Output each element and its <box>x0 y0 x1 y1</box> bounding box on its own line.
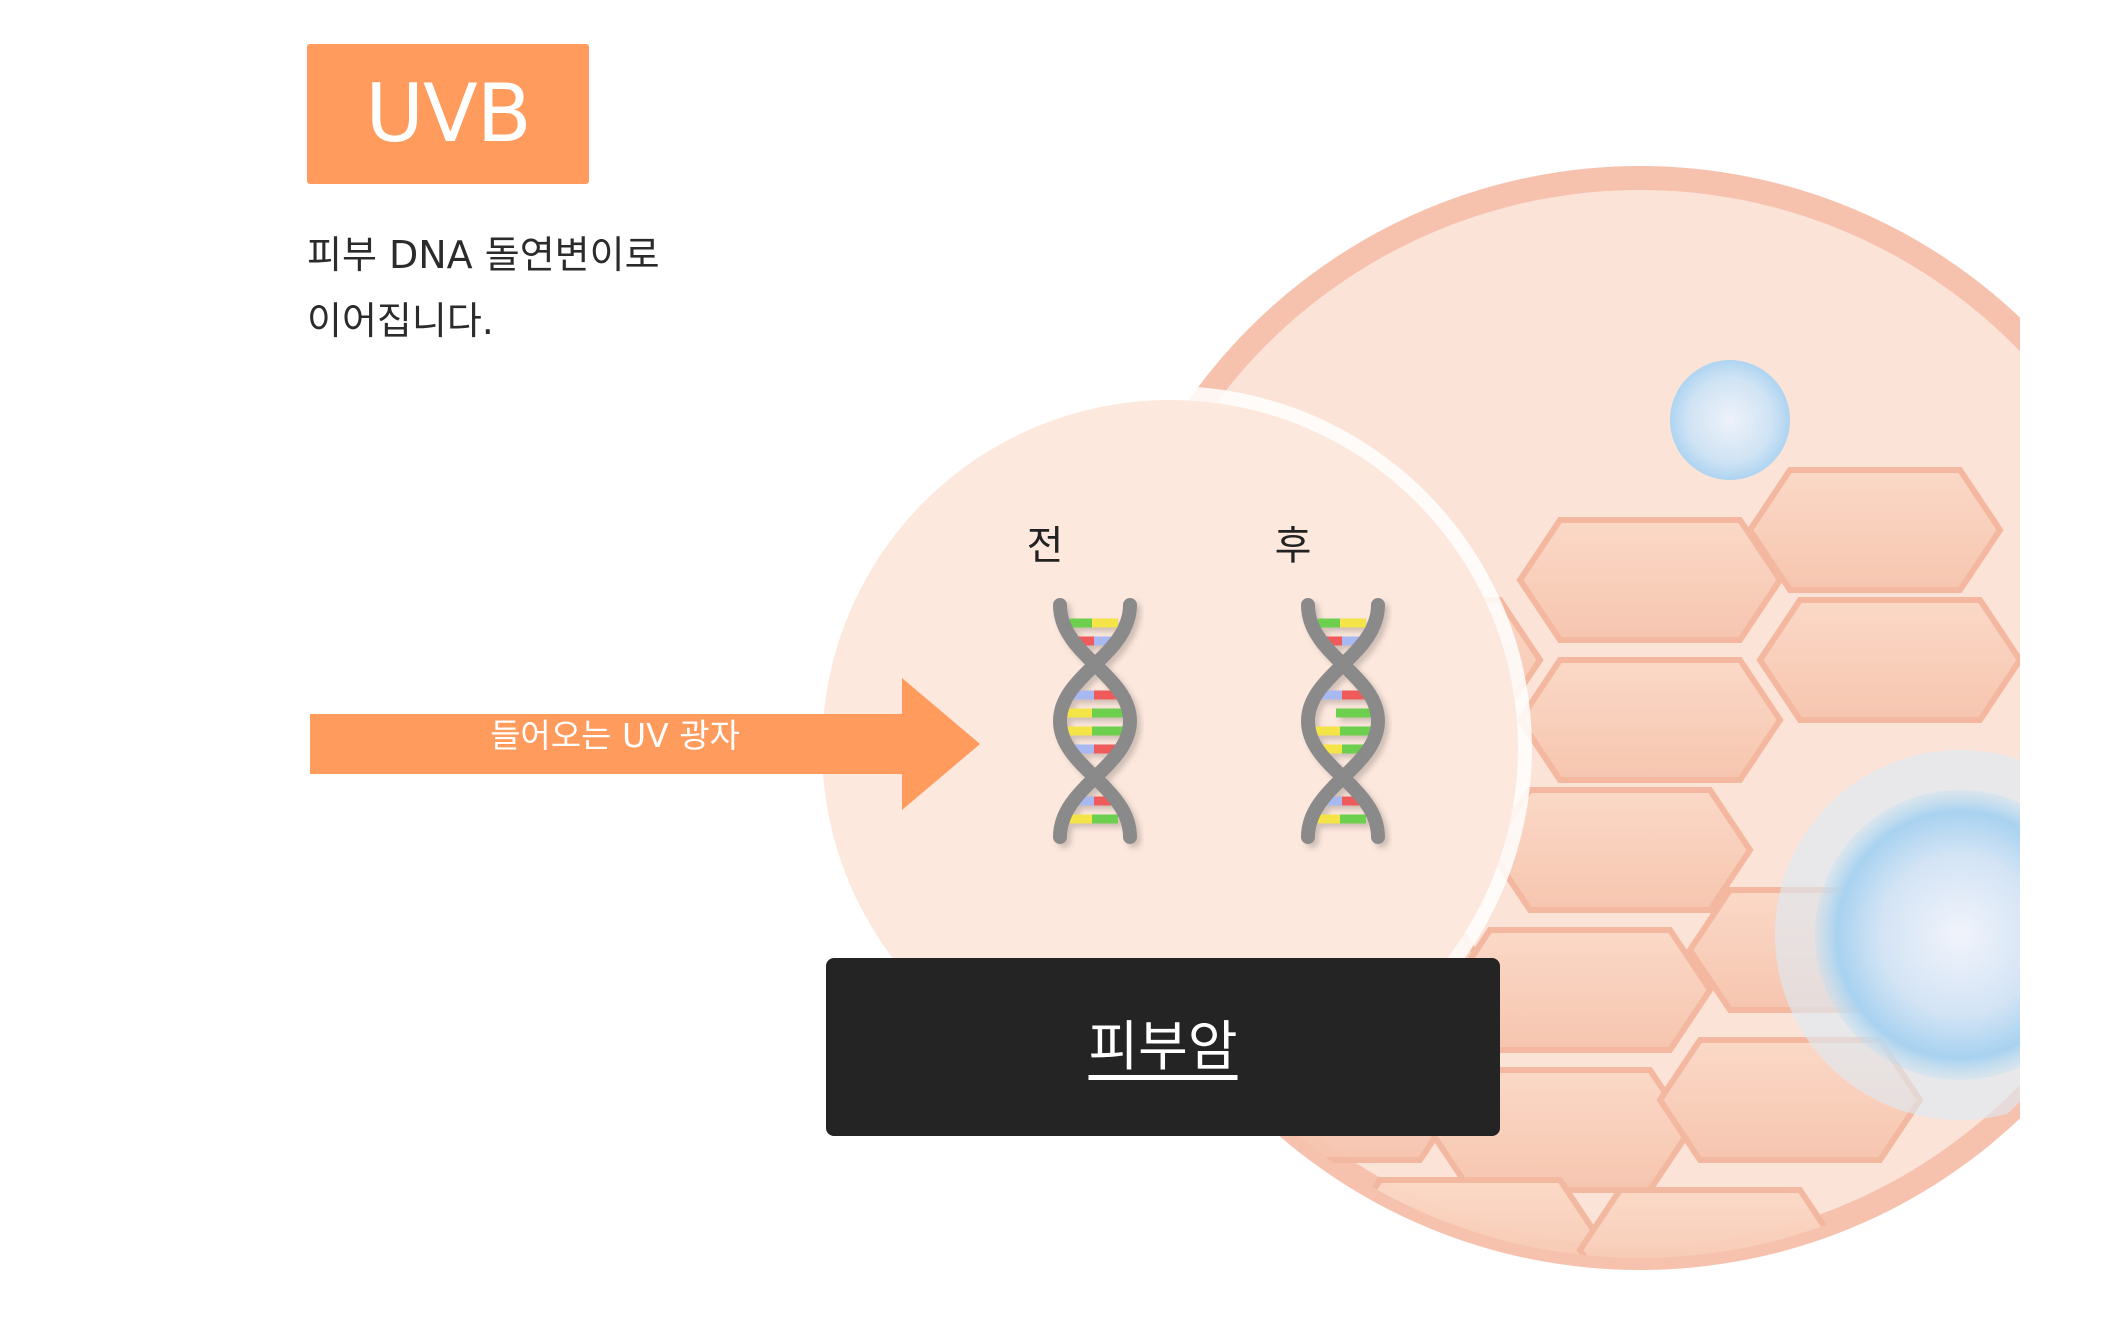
dna-after-label: 후 <box>1274 523 1312 569</box>
dna-before-label: 전 <box>1026 523 1064 569</box>
dna-after-icon <box>1300 598 1386 844</box>
description: 피부 DNA 돌연변이로 이어집니다. <box>307 222 807 354</box>
arrow-label: 들어오는 UV 광자 <box>490 716 740 755</box>
uvb-badge: UVB <box>307 44 589 184</box>
arrow-right-icon <box>310 678 980 810</box>
dna-before-icon <box>1052 598 1138 844</box>
description-line-1: 피부 DNA 돌연변이로 <box>307 233 660 277</box>
zoom-circle <box>808 386 1532 1110</box>
description-line-2: 이어집니다. <box>307 299 494 343</box>
skin-cancer-button[interactable]: 피부암 <box>826 958 1500 1136</box>
